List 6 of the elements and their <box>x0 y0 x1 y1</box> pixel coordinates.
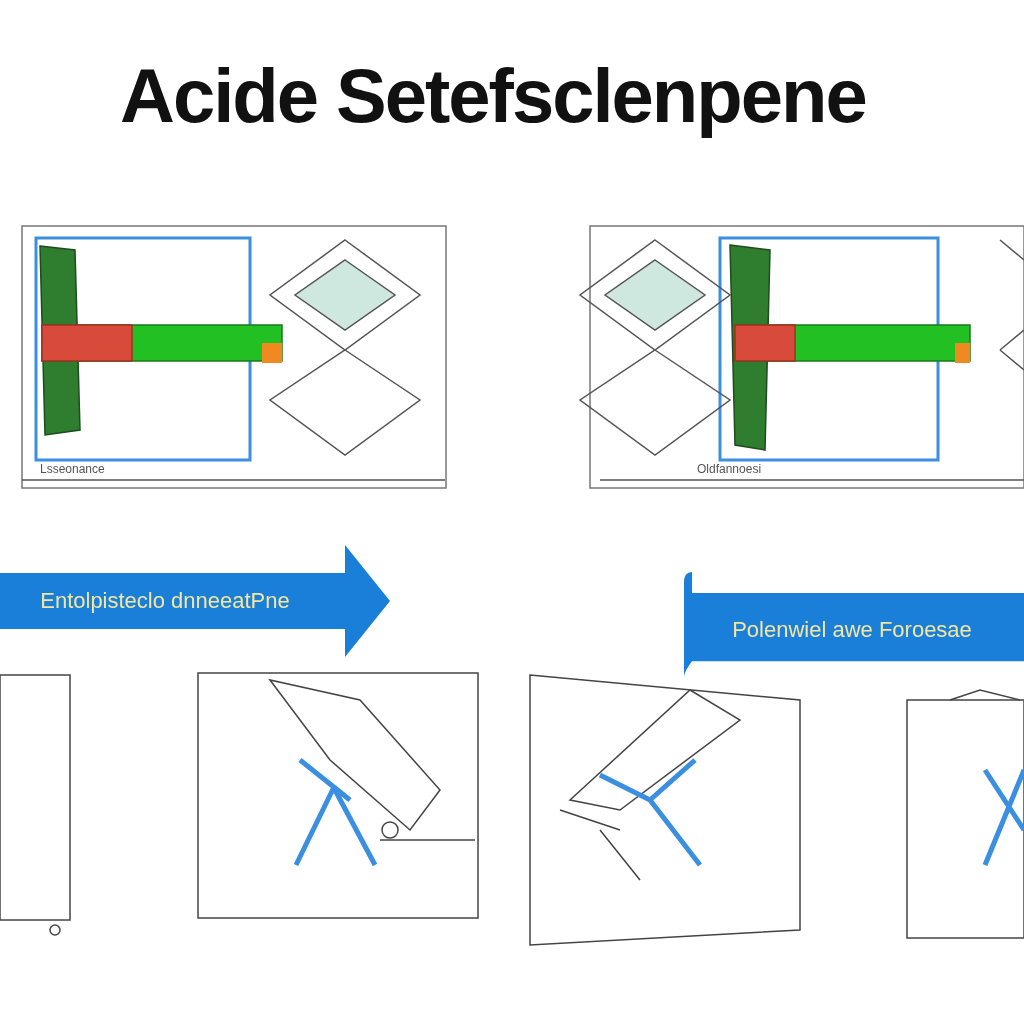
banner-text: Polenwiel awe Foroesae <box>732 616 972 643</box>
banner-text: Entolpisteclo dnneeatPne <box>40 588 290 614</box>
caption: Lsseonance <box>40 462 105 476</box>
caption: Oldfannoesi <box>697 462 762 476</box>
title: Acide Setefsclenpene <box>120 52 866 139</box>
arrow-banner <box>0 545 390 657</box>
